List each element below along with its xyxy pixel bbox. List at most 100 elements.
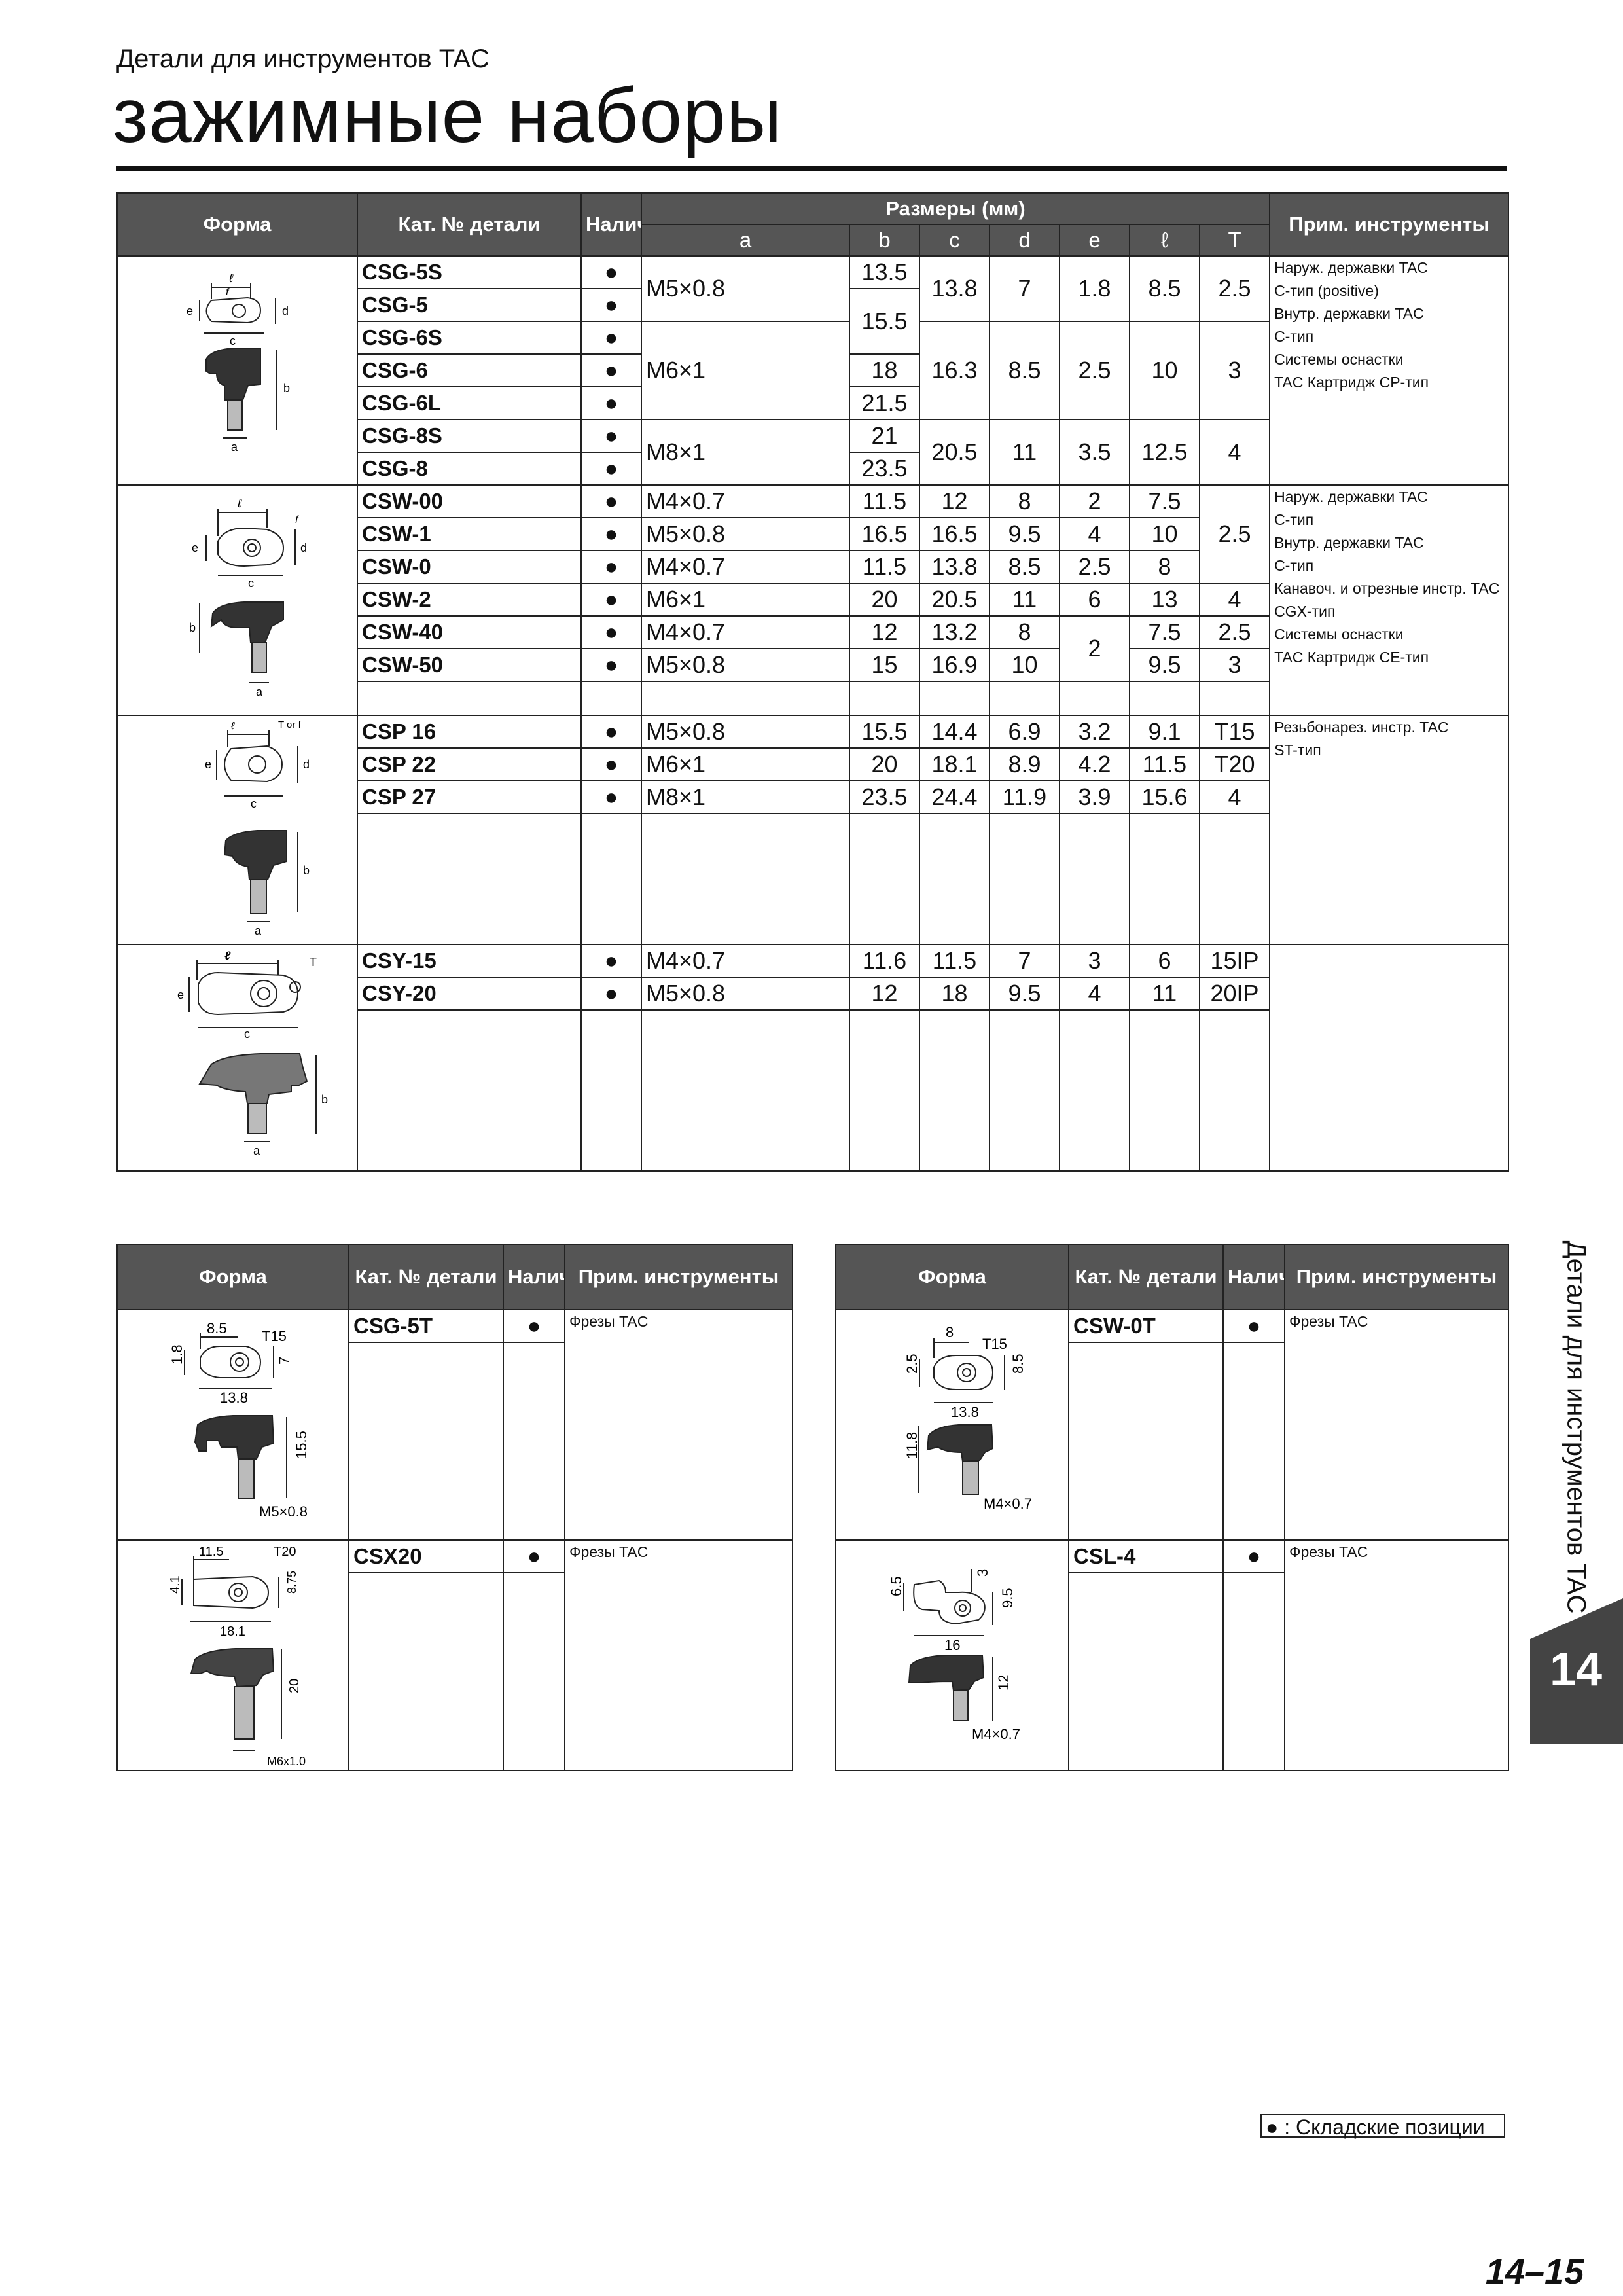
part-number: CSW-2 [357, 583, 582, 617]
dim-label-f: f [226, 287, 230, 298]
part-number: CSL-4 [1068, 1539, 1224, 1573]
dim-a: M4×0.7 [641, 550, 850, 584]
dim-b: 15 [849, 648, 920, 682]
dim-b: 13.5 [849, 255, 920, 289]
availability-dot: ● [1222, 1539, 1285, 1573]
header-part-no: Кат. № детали [357, 192, 582, 257]
empty-cell [641, 1009, 850, 1172]
dim-label-d: 8.75 [285, 1570, 298, 1593]
empty-cell [989, 813, 1060, 945]
header-c: c [919, 224, 990, 257]
dim-label-b: 11.8 [904, 1431, 920, 1458]
dim-d: 11 [989, 583, 1060, 617]
dim-d: 8 [989, 615, 1060, 649]
availability-dot: ● [580, 484, 642, 518]
availability-dot: ● [580, 747, 642, 781]
dim-c: 14.4 [919, 715, 990, 749]
dim-l: 15.6 [1129, 780, 1200, 814]
dim-b: 12 [849, 977, 920, 1011]
part-number: CSY-20 [357, 977, 582, 1011]
dim-label-a: a [231, 440, 238, 454]
dim-label-e: 4.1 [168, 1575, 183, 1594]
header-availability: Наличие [580, 192, 642, 257]
dim-label-b: 15.5 [293, 1431, 310, 1459]
dim-label-T: T15 [982, 1336, 1007, 1352]
dim-e: 3.9 [1059, 780, 1130, 814]
dim-a: M6×1 [641, 747, 850, 781]
availability-dot: ● [580, 353, 642, 387]
dim-a: M6×1 [641, 583, 850, 617]
dim-T: 3 [1198, 321, 1271, 420]
empty-cell [348, 1342, 504, 1541]
header-availability: Наличие [503, 1244, 565, 1310]
availability-dot: ● [580, 550, 642, 584]
dim-label-l: ℓ [230, 721, 235, 732]
availability-dot: ● [580, 977, 642, 1011]
dim-l: 6 [1129, 944, 1200, 978]
empty-cell [1059, 1009, 1130, 1172]
dim-label-e: e [187, 304, 193, 317]
dim-a: M6×1 [641, 321, 850, 420]
part-number: CSP 27 [357, 780, 582, 814]
dim-b: 21.5 [849, 386, 920, 420]
dim-label-e: e [205, 758, 211, 771]
part-number: CSG-5S [357, 255, 582, 289]
dim-b: 20 [849, 747, 920, 781]
dim-label-T: T [310, 956, 317, 969]
availability-dot: ● [580, 648, 642, 682]
dim-a: M4×0.7 [641, 615, 850, 649]
dim-d: 8.5 [989, 321, 1060, 420]
dim-a: M8×1 [641, 419, 850, 486]
csy-shape-drawing: ℓ T e c b a [116, 944, 358, 1172]
empty-cell [919, 681, 990, 716]
dim-T: 3 [1198, 648, 1271, 682]
csg-shape-drawing: ℓ f e d c b a [116, 255, 358, 486]
csg-5t-shape-drawing: 8.5 T15 1.8 7 13.8 15.5 M5×0.8 [116, 1309, 349, 1541]
dim-d: 8 [989, 484, 1060, 518]
dim-label-a: M5×0.8 [259, 1503, 308, 1520]
dim-label-d: d [303, 758, 310, 771]
dim-label-t-or-f: T or f [278, 719, 302, 730]
part-number: CSG-5 [357, 288, 582, 322]
empty-cell [849, 813, 920, 945]
dim-label-d: 8.5 [1010, 1354, 1026, 1374]
dim-e: 2 [1059, 484, 1130, 518]
header-T: T [1198, 224, 1271, 257]
csx20-shape-drawing: 11.5 T20 4.1 8.75 18.1 20 M6x1.0 [116, 1539, 349, 1771]
empty-cell [1198, 813, 1271, 945]
dim-l: 11.5 [1129, 747, 1200, 781]
dim-d: 11.9 [989, 780, 1060, 814]
side-tab-number: 14 [1549, 1643, 1603, 1696]
page-subtitle: Детали для инструментов TAC [116, 45, 490, 73]
dim-c: 16.5 [919, 517, 990, 551]
empty-cell [641, 681, 850, 716]
dim-label-b: b [303, 864, 310, 877]
dim-label-a: M4×0.7 [984, 1496, 1032, 1512]
dim-b: 11.5 [849, 550, 920, 584]
empty-cell [1129, 1009, 1200, 1172]
part-number: CSG-6 [357, 353, 582, 387]
dim-e: 4 [1059, 977, 1130, 1011]
csl-4-shape-drawing: 6.5 3 9.5 16 12 M4×0.7 [835, 1539, 1069, 1771]
dim-label-e: e [192, 541, 198, 554]
dim-label-d: d [282, 304, 289, 317]
dim-d: 9.5 [989, 977, 1060, 1011]
header-form: Форма [116, 192, 358, 257]
dim-a: M4×0.7 [641, 944, 850, 978]
dim-e: 3.5 [1059, 419, 1130, 486]
dim-b: 16.5 [849, 517, 920, 551]
dim-c: 13.8 [919, 255, 990, 322]
dim-label-c: 13.8 [220, 1390, 248, 1406]
dim-c: 20.5 [919, 419, 990, 486]
dim-T: T20 [1198, 747, 1271, 781]
dim-a: M5×0.8 [641, 255, 850, 322]
csp-shape-drawing: ℓ T or f e d c b a [116, 715, 358, 945]
dim-d: 7 [989, 944, 1060, 978]
part-number: CSG-6S [357, 321, 582, 355]
empty-cell [1059, 681, 1130, 716]
part-number: CSW-0T [1068, 1309, 1224, 1343]
dim-label-l: ℓ [224, 949, 231, 962]
header-form: Форма [835, 1244, 1069, 1310]
empty-cell [919, 1009, 990, 1172]
